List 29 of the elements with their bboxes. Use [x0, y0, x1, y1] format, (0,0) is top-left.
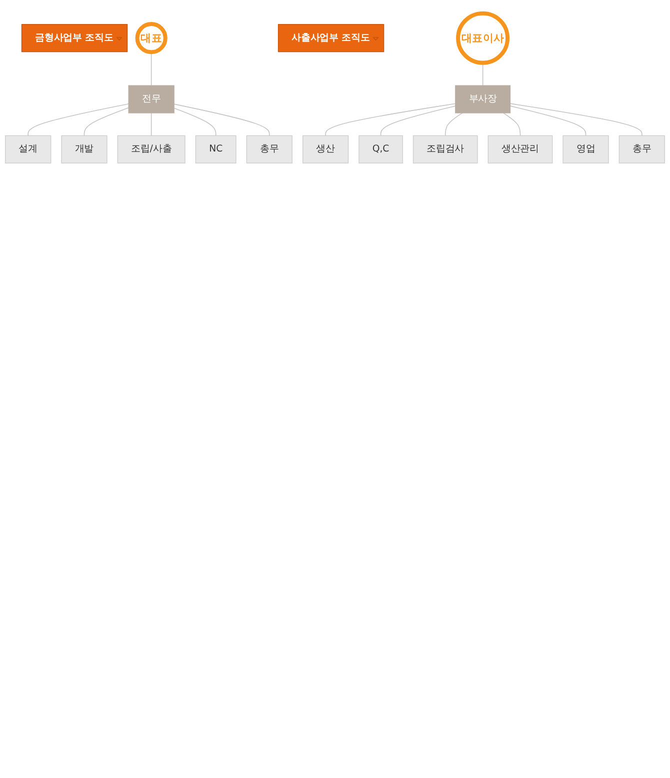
connector [325, 103, 456, 136]
connector [502, 112, 521, 136]
node-box: 총무 [246, 135, 292, 164]
connector [174, 108, 216, 136]
connector [444, 112, 463, 136]
node-circle: 대표 [135, 22, 168, 54]
node-circle: 대표이사 [456, 11, 510, 65]
node-box: 부사장 [455, 85, 511, 114]
node-box: 금형사업부 조직도 [21, 24, 128, 52]
node-box: 생산 [302, 135, 349, 164]
connector [174, 104, 270, 136]
node-box: 전무 [128, 85, 174, 114]
node-box: 영업 [562, 135, 609, 164]
connector [84, 107, 129, 136]
connector [510, 106, 586, 136]
connector [510, 103, 642, 136]
node-box: 총무 [618, 135, 665, 164]
connector [28, 103, 129, 136]
node-box: 생산관리 [488, 135, 553, 164]
node-box: Q,C [358, 135, 403, 164]
connector [150, 52, 152, 86]
node-box: NC [195, 135, 236, 164]
node-box: 설계 [5, 135, 52, 164]
node-box: 조립/사출 [117, 135, 186, 164]
connector [380, 106, 456, 136]
node-box: 사출사업부 조직도 [278, 24, 384, 52]
node-box: 조립검사 [412, 135, 478, 164]
node-box: 개발 [61, 135, 108, 164]
connector [150, 112, 152, 136]
